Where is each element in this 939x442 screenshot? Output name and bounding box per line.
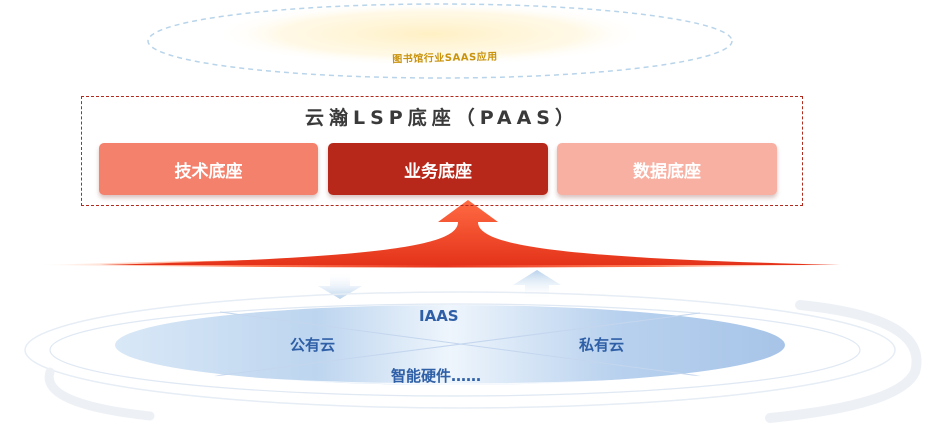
ring-shadow-right [765,300,922,423]
main-arrow-icon [100,200,840,265]
iaas-label: IAAS [419,307,459,325]
private-cloud-label: 私有云 [579,336,625,354]
saas-layer [147,2,733,79]
down-arrow-icon [318,272,362,299]
saas-glow [215,2,645,66]
disc-highlight [214,375,701,385]
tech-foundation-box: 技术底座 [99,143,318,195]
paas-title: 云瀚LSP底座（PAAS） [305,107,579,129]
business-foundation-box: 业务底座 [328,143,548,195]
public-cloud-label: 公有云 [290,336,336,354]
upward-flow [40,200,845,268]
up-arrow-icon [513,270,561,300]
ring-2 [49,303,861,397]
paas-frame [81,96,803,206]
ring-shadow-left [44,367,155,421]
base-platform [24,291,922,423]
smart-hardware-label: 智能硬件…… [391,367,482,385]
saas-orbit [147,3,733,79]
data-foundation-box: 数据底座 [557,143,777,195]
divider-2 [214,312,701,377]
outer-ring [24,291,896,409]
transfer-arrows [318,270,561,300]
